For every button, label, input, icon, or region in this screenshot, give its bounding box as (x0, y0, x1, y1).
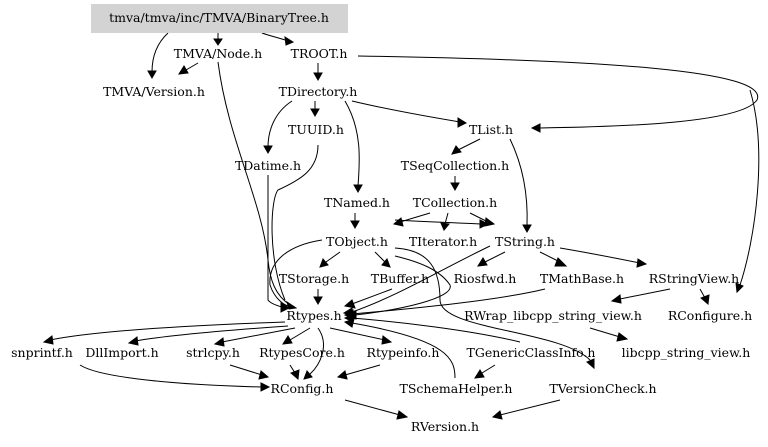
node-dllimport[interactable]: DllImport.h (85, 345, 158, 360)
node-rversion[interactable]: RVersion.h (411, 419, 479, 434)
nodes: tmva/tmva/inc/TMVA/BinaryTree.h TMVA/Nod… (11, 4, 752, 434)
node-rstringview[interactable]: RStringView.h (649, 271, 739, 286)
edge-tbuffer-rtypes (351, 288, 393, 305)
node-binarytree[interactable]: tmva/tmva/inc/TMVA/BinaryTree.h (109, 10, 329, 25)
edge-rtypes-rtypeinfo (329, 327, 386, 341)
edge-tcollection-tstring (469, 212, 489, 223)
node-tuuid[interactable]: TUUID.h (288, 122, 344, 137)
node-tbuffer[interactable]: TBuffer.h (371, 271, 429, 286)
edge-rwrap-libcpp (589, 327, 621, 338)
node-tmathbase[interactable]: TMathBase.h (540, 271, 624, 286)
edge-tversioncheck-rversion (499, 399, 561, 416)
edge-rconfig-rversion (344, 399, 401, 416)
edge-tstring-riosfwd (484, 251, 506, 263)
node-strlcpy[interactable]: strlcpy.h (186, 345, 240, 360)
node-rconfigure[interactable]: RConfigure.h (668, 308, 752, 323)
node-tmva-version[interactable]: TMVA/Version.h (103, 84, 205, 99)
edge-rtypes-rconfig (309, 327, 324, 375)
node-riosfwd[interactable]: Riosfwd.h (454, 271, 517, 286)
edge-binarytree-troot (261, 32, 289, 42)
edge-tgenericclassinfo-rtypes (351, 317, 521, 343)
node-troot[interactable]: TROOT.h (291, 46, 348, 61)
node-tstring[interactable]: TString.h (495, 234, 555, 249)
node-tlist[interactable]: TList.h (469, 122, 513, 137)
edge-tobject-tstorage (325, 251, 341, 263)
node-tmva-node[interactable]: TMVA/Node.h (174, 46, 262, 61)
edge-troot-tlist (357, 55, 759, 129)
node-snprintf[interactable]: snprintf.h (11, 345, 73, 360)
edge-rstringview-rwrap (619, 288, 671, 300)
node-root-highlight (91, 4, 348, 33)
node-tstorage[interactable]: TStorage.h (279, 271, 349, 286)
edge-tlist-tseqcollection (457, 138, 481, 151)
node-tdirectory[interactable]: TDirectory.h (279, 84, 358, 99)
edges (42, 32, 760, 420)
edge-rtypes-rtypescore (289, 327, 311, 341)
edge-tcollection-tobject (399, 212, 431, 223)
edge-tdatime-rtypes (267, 175, 283, 308)
edge-tstring-rstringview (559, 247, 641, 264)
edge-tlist-tstring (509, 138, 528, 227)
node-rtypeinfo[interactable]: Rtypeinfo.h (367, 345, 440, 360)
edge-strlcpy-rconfig (229, 364, 263, 376)
edge-tcollection-titerator (444, 212, 449, 225)
node-titerator[interactable]: TIterator.h (409, 234, 477, 249)
edge-tnamed-tstring (394, 219, 483, 225)
edge-snprintf-rconfig (79, 364, 263, 388)
edge-rtypes-strlcpy (221, 327, 296, 343)
edge-troot-rconfigure (739, 89, 760, 286)
node-tdatime[interactable]: TDatime.h (235, 158, 301, 173)
edge-tobject-riosfwd (354, 255, 451, 316)
edge-tgenericclassinfo-tschemahelper (481, 364, 496, 374)
edge-node-version (185, 62, 199, 71)
node-tobject[interactable]: TObject.h (326, 234, 388, 249)
node-tseqcollection[interactable]: TSeqCollection.h (401, 158, 509, 173)
edge-tstring-rtypes (351, 245, 491, 313)
edge-tmathbase-rtypes (351, 288, 546, 315)
node-rwrap-libcpp-string-view[interactable]: RWrap_libcpp_string_view.h (464, 308, 642, 323)
node-tcollection[interactable]: TCollection.h (413, 195, 497, 210)
node-tschemahelper[interactable]: TSchemaHelper.h (400, 381, 513, 396)
edge-tobject-tversioncheck (394, 247, 591, 361)
node-rtypes[interactable]: Rtypes.h (286, 308, 341, 323)
node-rconfig[interactable]: RConfig.h (271, 381, 334, 396)
edge-tdirectory-tlist (351, 100, 461, 123)
node-libcpp-string-view[interactable]: libcpp_string_view.h (622, 345, 751, 360)
edge-rtypes-snprintf (49, 321, 286, 341)
node-tversioncheck[interactable]: TVersionCheck.h (549, 381, 656, 396)
edge-rtypeinfo-rconfig (344, 364, 381, 376)
node-tnamed[interactable]: TNamed.h (324, 195, 390, 210)
edge-tdirectory-tnamed (344, 100, 360, 187)
edge-node-rtypes (217, 61, 291, 306)
node-tgenericclassinfo[interactable]: TGenericClassInfo.h (467, 345, 596, 360)
edge-tobject-tbuffer (374, 251, 386, 263)
edge-binarytree-version (151, 32, 169, 73)
edge-tobject-rtypes (269, 239, 323, 307)
edge-rtypes-dllimport (134, 325, 289, 342)
edge-tschemahelper-rtypes (351, 322, 456, 379)
edge-tdirectory-tdatime (267, 100, 293, 148)
node-rtypescore[interactable]: RtypesCore.h (259, 345, 345, 360)
